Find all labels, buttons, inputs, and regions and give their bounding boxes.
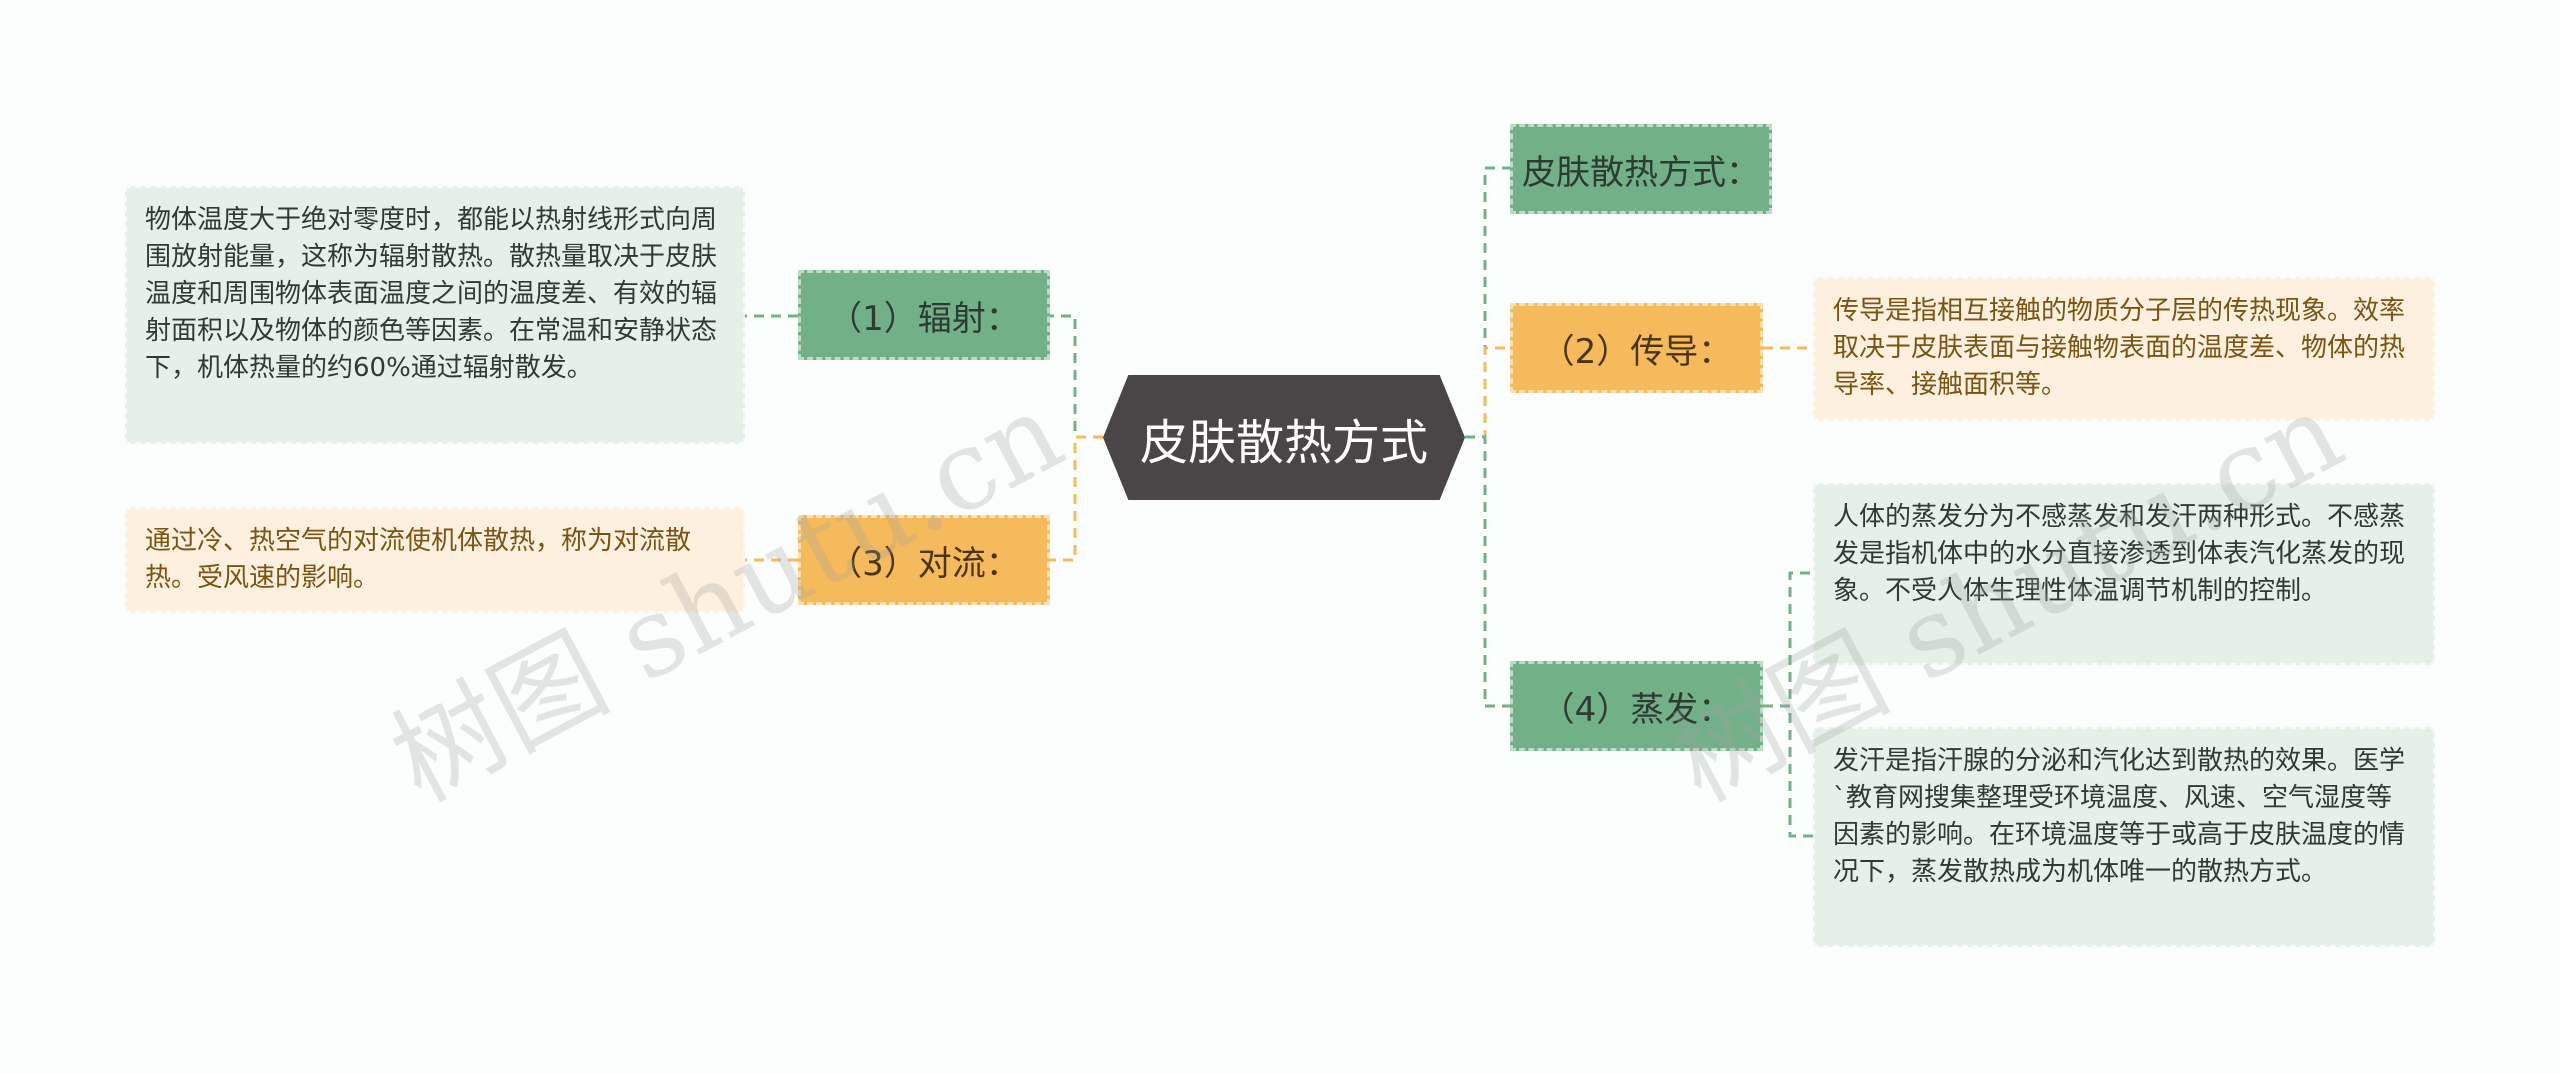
leaf-evaporation-1-text: 人体的蒸发分为不感蒸发和发汗两种形式。不感蒸发是指机体中的水分直接渗透到体表汽化… — [1833, 502, 2406, 606]
branch-methods[interactable]: 皮肤散热方式： — [1510, 124, 1772, 214]
branch-radiation[interactable]: （1）辐射： — [798, 270, 1050, 360]
branch-methods-label: 皮肤散热方式： — [1522, 152, 1760, 193]
branch-convection[interactable]: （3）对流： — [798, 515, 1050, 605]
leaf-evaporation-2[interactable]: 发汗是指汗腺的分泌和汽化达到散热的效果。医学`教育网搜集整理受环境温度、风速、空… — [1813, 727, 2435, 947]
leaf-radiation[interactable]: 物体温度大于绝对零度时，都能以热射线形式向周围放射能量，这称为辐射散热。散热量取… — [125, 186, 745, 444]
leaf-convection-text: 通过冷、热空气的对流使机体散热，称为对流散热。受风速的影响。 — [145, 526, 692, 593]
central-topic-label: 皮肤散热方式 — [1139, 414, 1428, 471]
branch-conduction-label: （2）传导： — [1540, 331, 1733, 372]
central-topic[interactable]: 皮肤散热方式 — [1103, 375, 1465, 500]
leaf-convection[interactable]: 通过冷、热空气的对流使机体散热，称为对流散热。受风速的影响。 — [125, 507, 745, 613]
leaf-evaporation-1[interactable]: 人体的蒸发分为不感蒸发和发汗两种形式。不感蒸发是指机体中的水分直接渗透到体表汽化… — [1813, 483, 2435, 665]
branch-conduction[interactable]: （2）传导： — [1510, 303, 1763, 393]
leaf-radiation-text: 物体温度大于绝对零度时，都能以热射线形式向周围放射能量，这称为辐射散热。散热量取… — [145, 205, 718, 383]
branch-evaporation[interactable]: （4）蒸发： — [1510, 661, 1763, 751]
branch-radiation-label: （1）辐射： — [828, 298, 1020, 339]
branch-convection-label: （3）对流： — [828, 543, 1020, 584]
branch-evaporation-label: （4）蒸发： — [1540, 689, 1733, 730]
leaf-conduction-text: 传导是指相互接触的物质分子层的传热现象。效率取决于皮肤表面与接触物表面的温度差、… — [1833, 296, 2406, 400]
leaf-evaporation-2-text: 发汗是指汗腺的分泌和汽化达到散热的效果。医学`教育网搜集整理受环境温度、风速、空… — [1833, 746, 2406, 887]
leaf-conduction[interactable]: 传导是指相互接触的物质分子层的传热现象。效率取决于皮肤表面与接触物表面的温度差、… — [1813, 277, 2435, 421]
